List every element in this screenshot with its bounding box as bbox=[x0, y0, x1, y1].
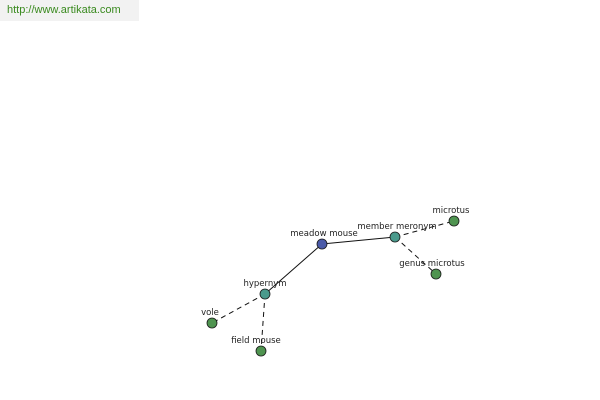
node-member-meronym[interactable] bbox=[389, 231, 401, 243]
labels-layer: meadow mouse hypernym member meronym vole fi… bbox=[201, 206, 470, 346]
node-label-microtus[interactable]: microtus bbox=[433, 206, 471, 216]
edge-hypernym-to-vole bbox=[211, 293, 266, 324]
edges-layer bbox=[211, 220, 455, 352]
node-microtus[interactable] bbox=[448, 215, 460, 227]
node-label-field-mouse[interactable]: field mouse bbox=[231, 336, 281, 346]
source-link[interactable]: http://www.artikata.com bbox=[7, 4, 121, 16]
node-label-meadow-mouse[interactable]: meadow mouse bbox=[290, 229, 358, 239]
edge-hypernym-to-field-mouse bbox=[260, 293, 266, 352]
node-label-vole[interactable]: vole bbox=[201, 308, 219, 318]
source-bar: http://www.artikata.com bbox=[0, 0, 139, 21]
edge-meadow-mouse-to-hypernym bbox=[264, 243, 323, 295]
edge-meadow-mouse-to-member-meronym bbox=[321, 236, 396, 245]
node-label-member-meronym[interactable]: member meronym bbox=[357, 222, 436, 232]
node-field-mouse[interactable] bbox=[255, 345, 267, 357]
node-genus-microtus[interactable] bbox=[430, 268, 442, 280]
edge-member-meronym-to-genus-microtus bbox=[394, 236, 437, 275]
node-hypernym[interactable] bbox=[259, 288, 271, 300]
node-meadow-mouse[interactable] bbox=[316, 238, 328, 250]
edge-member-meronym-to-microtus bbox=[394, 220, 455, 238]
node-vole[interactable] bbox=[206, 317, 218, 329]
nodes-layer bbox=[206, 215, 460, 357]
node-label-genus-microtus[interactable]: genus microtus bbox=[399, 259, 465, 269]
node-label-hypernym[interactable]: hypernym bbox=[243, 279, 286, 289]
